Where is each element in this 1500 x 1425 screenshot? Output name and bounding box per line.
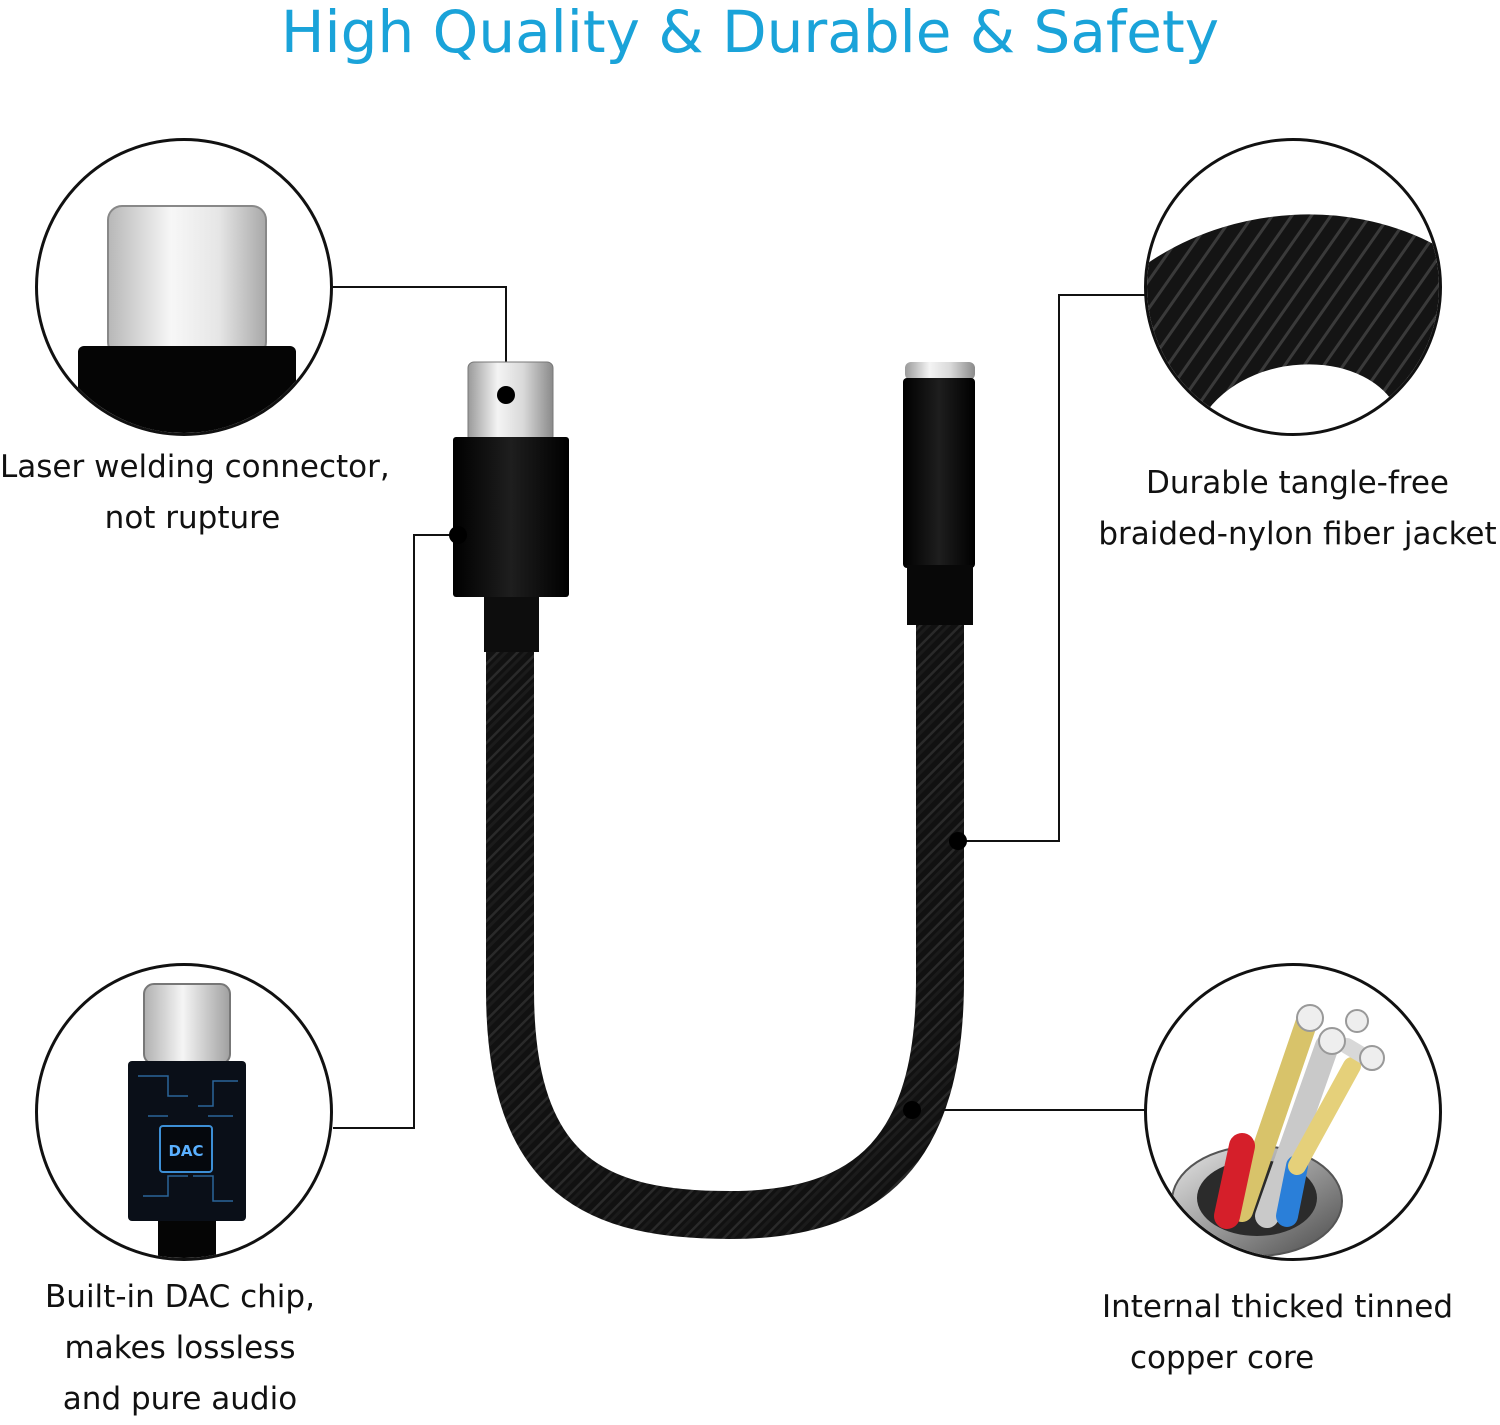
- connector-label: Laser welding connector, not rupture: [0, 442, 390, 544]
- callout-lines: [333, 286, 1145, 1129]
- dac-detail-circle: DAC: [35, 963, 333, 1261]
- audio-jack: [903, 362, 975, 625]
- core-label: Internal thicked tinned copper core: [1095, 1282, 1460, 1384]
- dac-chip-label: DAC: [168, 1142, 203, 1160]
- dot-jacket: [949, 832, 967, 850]
- braided-cable-icon: [1147, 214, 1439, 433]
- jacket-detail-circle: [1144, 138, 1442, 436]
- jacket-label-line2: braided-nylon fiber jacket: [1098, 516, 1497, 552]
- dot-core: [903, 1101, 921, 1119]
- usb-c-plug: [453, 361, 569, 652]
- dac-label-line2: makes lossless: [64, 1330, 296, 1366]
- core-label-line2: copper core: [1130, 1340, 1315, 1376]
- dac-label-line3: and pure audio: [62, 1381, 298, 1417]
- dac-label-line1: Built-in DAC chip,: [45, 1279, 315, 1315]
- dot-connector: [497, 386, 515, 404]
- braided-cable: [486, 620, 964, 1240]
- jacket-label-line1: Durable tangle-free: [1146, 465, 1449, 501]
- jacket-label: Durable tangle-free braided-nylon fiber …: [1095, 458, 1500, 560]
- page-title: High Quality & Durable & Safety: [280, 0, 1220, 66]
- core-label-line1: Internal thicked tinned: [1101, 1289, 1454, 1325]
- callout-line-dac: [333, 534, 458, 1129]
- connector-detail-circle: [35, 138, 333, 436]
- copper-wire-core-icon: [1171, 1004, 1385, 1257]
- core-detail-circle: [1144, 963, 1442, 1261]
- callout-dots: [449, 386, 967, 1119]
- dac-chip-icon: DAC: [128, 983, 246, 1258]
- callout-line-jacket: [958, 294, 1145, 842]
- callout-line-connector: [333, 286, 507, 395]
- dac-label: Built-in DAC chip, makes lossless and pu…: [20, 1272, 340, 1425]
- connector-label-line1: Laser welding connector,: [0, 449, 390, 485]
- usb-c-connector-icon: [78, 205, 296, 433]
- dot-dac: [449, 526, 467, 544]
- connector-label-line2: not rupture: [104, 500, 281, 536]
